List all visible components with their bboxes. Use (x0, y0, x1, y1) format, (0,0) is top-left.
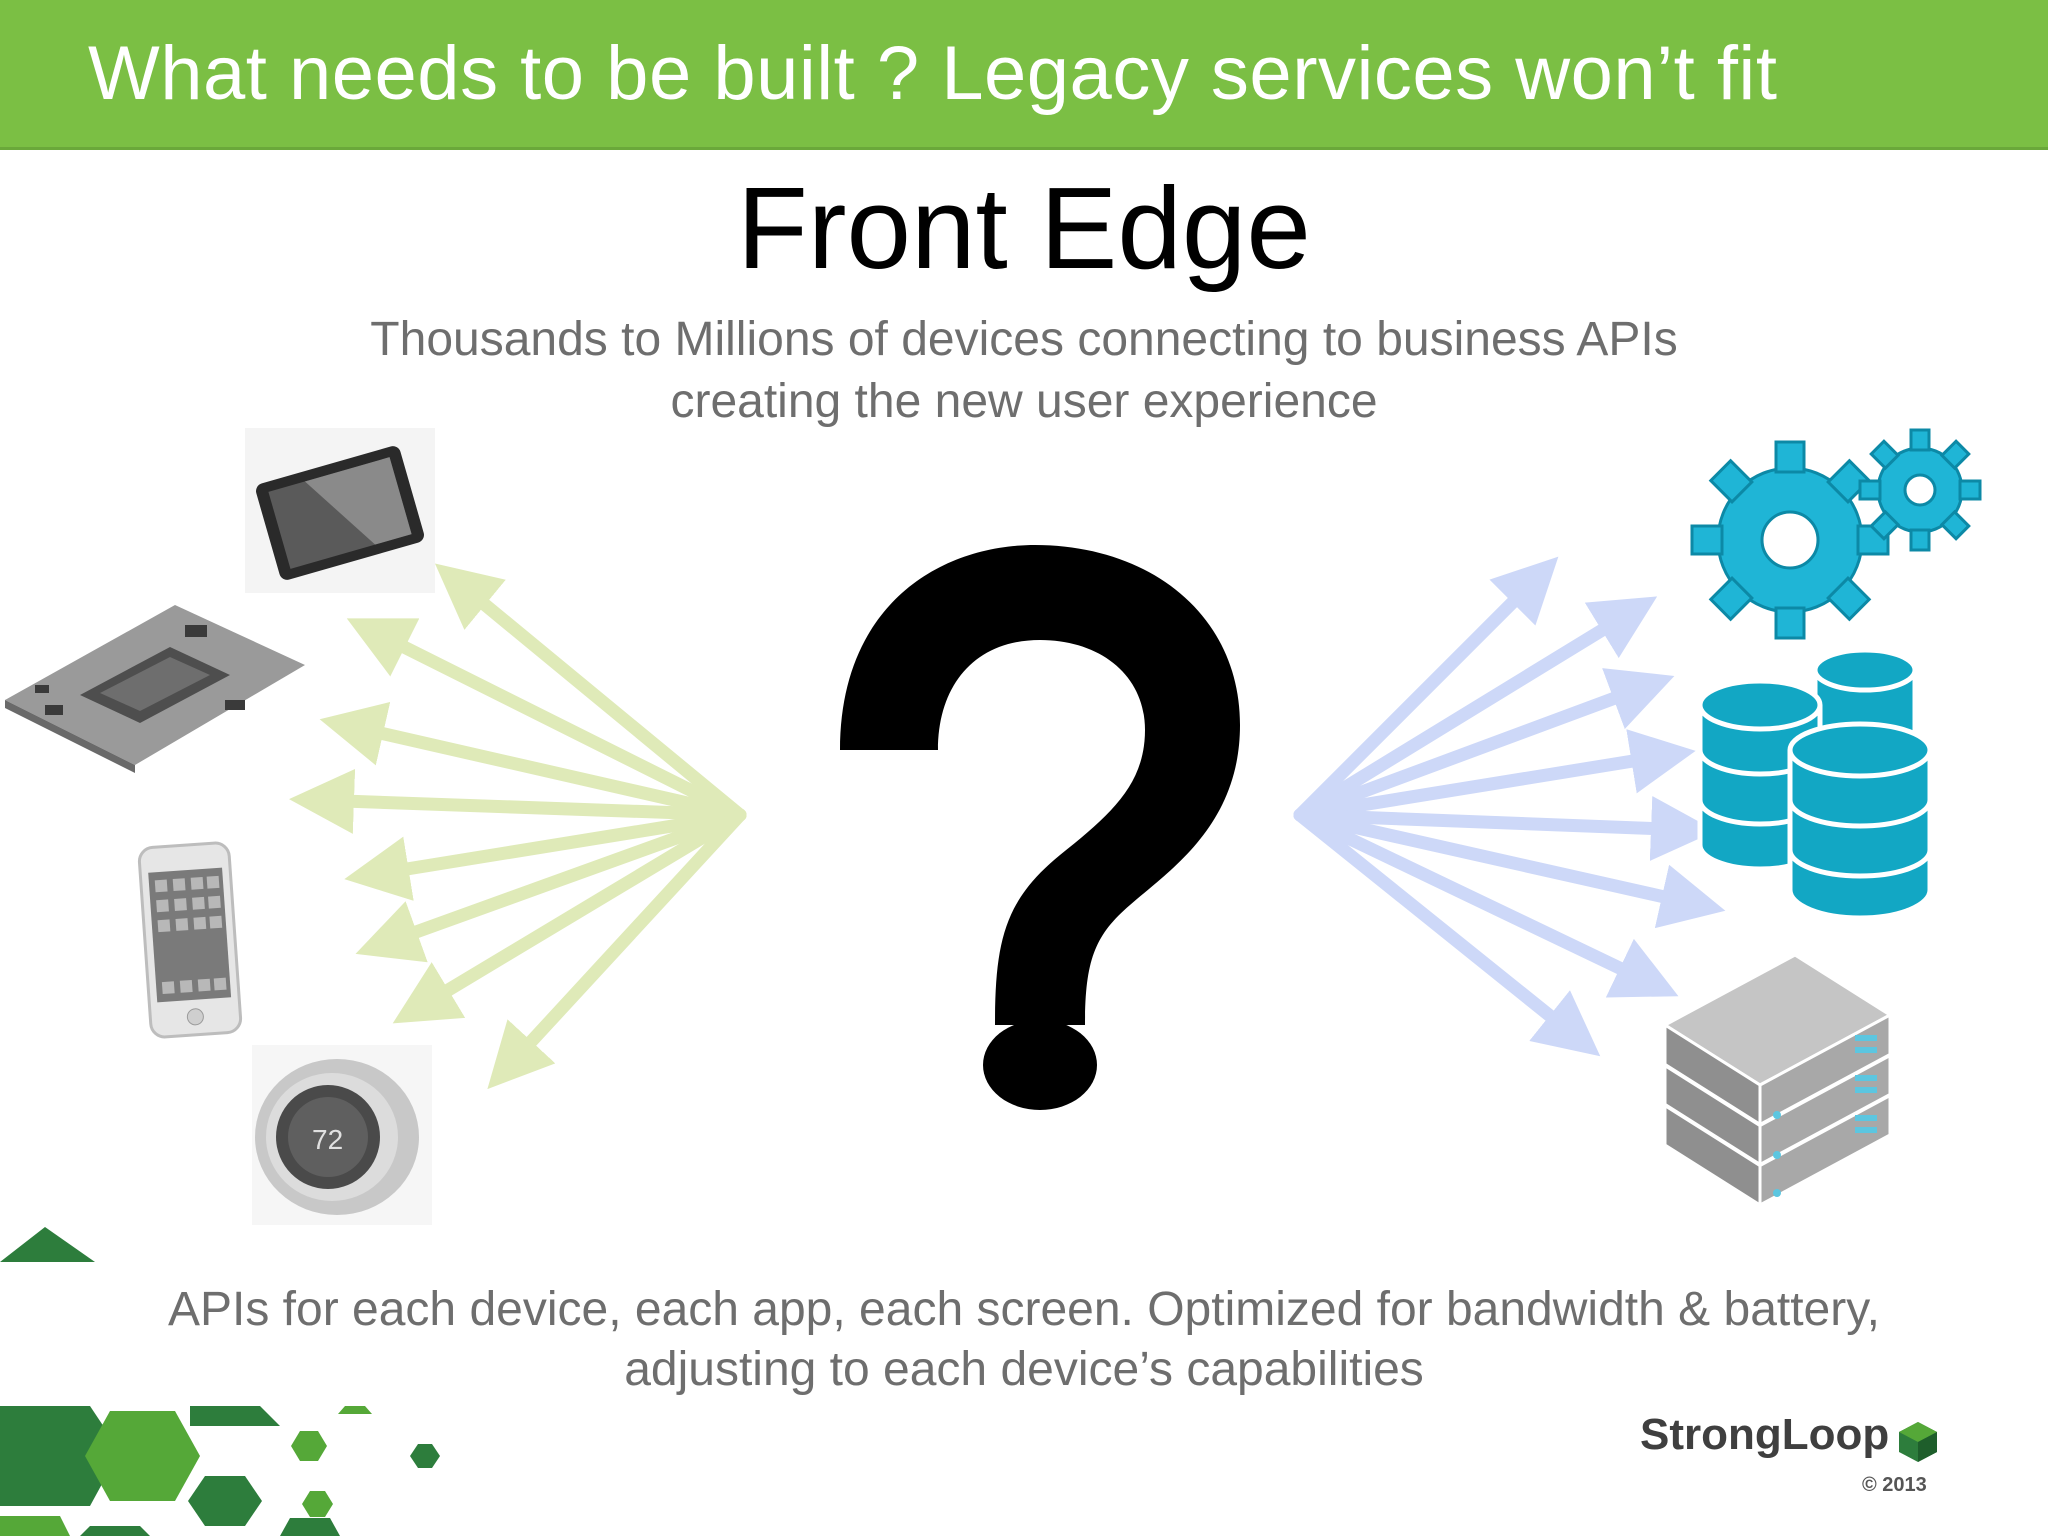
main-heading: Front Edge (737, 163, 1311, 293)
cube-logo-icon (1899, 1422, 1937, 1462)
corner-hex-accent (0, 1227, 95, 1262)
copyright-text: © 2013 (1862, 1474, 1927, 1496)
circuit-board-icon (5, 605, 305, 773)
footer-line-2: adjusting to each device’s capabilities (624, 1343, 1424, 1396)
thermostat-icon: 72 (252, 1045, 432, 1225)
question-mark-icon (840, 545, 1240, 1110)
brand-logo-text: StrongLoop (1640, 1410, 1890, 1459)
server-rack-icon (1662, 953, 1893, 1208)
hexagon-pattern (0, 1406, 440, 1536)
thermostat-reading: 72 (312, 1124, 343, 1155)
gears-icon (1690, 428, 1982, 640)
footer-line-1: APIs for each device, each app, each scr… (167, 1283, 1881, 1336)
subtitle-line-1: Thousands to Millions of devices connect… (370, 313, 1678, 366)
header-bar (0, 0, 2048, 150)
database-icon (1697, 647, 1933, 921)
tablet-icon (245, 428, 435, 593)
slide-title: What needs to be built ? Legacy services… (88, 31, 1778, 116)
smartphone-icon (137, 841, 243, 1039)
subtitle-line-2: creating the new user experience (670, 375, 1378, 428)
